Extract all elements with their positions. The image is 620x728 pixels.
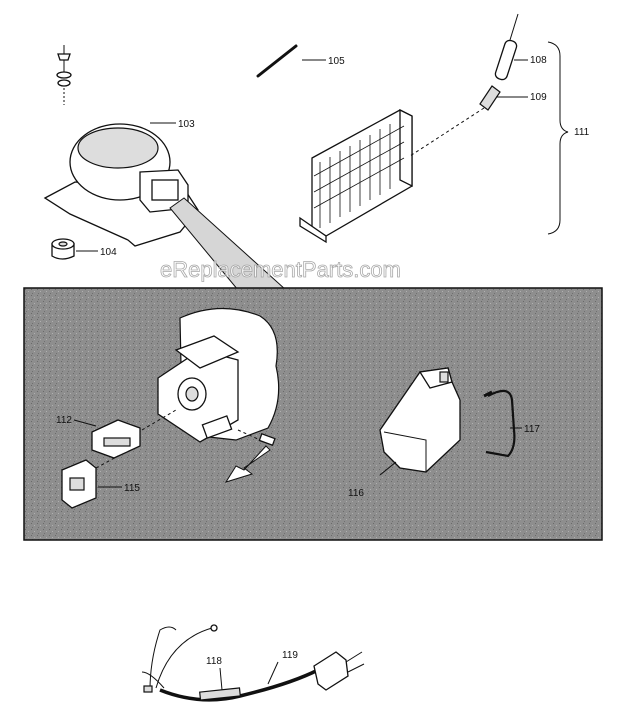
leader-118 bbox=[219, 667, 223, 691]
overload-protector bbox=[61, 455, 119, 509]
tube-path-dashed bbox=[409, 107, 485, 157]
capillary-tube bbox=[256, 44, 298, 78]
label-117: 117 bbox=[524, 424, 540, 435]
label-119: 119 bbox=[282, 650, 298, 661]
retaining-clip bbox=[483, 389, 516, 458]
label-108: 108 bbox=[530, 55, 547, 66]
leader-116 bbox=[379, 461, 397, 476]
cover-screw bbox=[237, 429, 276, 447]
compressor bbox=[43, 123, 199, 247]
direction-arrow bbox=[224, 445, 271, 483]
leader-112 bbox=[73, 419, 97, 427]
relay-cover bbox=[379, 367, 461, 473]
condenser-coil bbox=[299, 108, 413, 244]
label-116: 116 bbox=[348, 488, 364, 499]
mounting-screw-stack bbox=[56, 45, 72, 105]
label-112: 112 bbox=[56, 415, 72, 426]
label-118: 118 bbox=[206, 656, 222, 667]
label-103: 103 bbox=[178, 119, 195, 130]
watermark: eReplacementParts.com bbox=[160, 257, 401, 282]
leader-119 bbox=[267, 661, 279, 685]
compressor-housing-detail bbox=[157, 307, 280, 443]
start-relay bbox=[91, 409, 177, 459]
tube-fitting bbox=[479, 85, 501, 111]
label-115: 115 bbox=[124, 483, 140, 494]
label-105: 105 bbox=[328, 56, 345, 67]
plug bbox=[313, 651, 365, 691]
grommet bbox=[51, 238, 75, 260]
wiring-harness bbox=[141, 624, 319, 702]
label-104: 104 bbox=[100, 247, 117, 258]
filter-drier bbox=[494, 13, 519, 81]
label-109: 109 bbox=[530, 92, 547, 103]
label-111: 111 bbox=[574, 127, 590, 138]
bracket-111 bbox=[547, 41, 569, 235]
detail-panel bbox=[23, 287, 603, 541]
